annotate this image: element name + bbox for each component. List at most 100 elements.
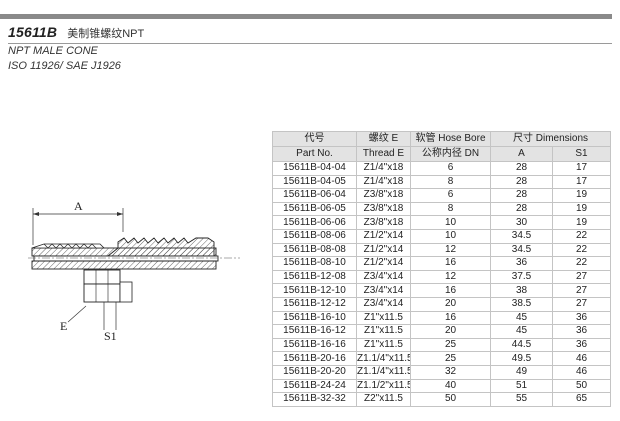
cell-part: 15611B-08-06 — [272, 228, 357, 244]
col-thread-en: Thread E — [356, 146, 411, 162]
cell-thread: Z1"x11.5 — [356, 324, 411, 339]
fitting-body — [28, 243, 240, 270]
cell-s1: 22 — [552, 242, 611, 258]
col-s1: S1 — [552, 146, 611, 162]
cell-s1: 19 — [552, 215, 611, 230]
cell-a: 55 — [490, 392, 553, 407]
top-divider — [0, 14, 612, 19]
cell-a: 49 — [490, 364, 553, 380]
cell-part: 15611B-12-08 — [272, 269, 357, 285]
header-row-2: Part No. Thread E 公称内径 DN A S1 — [272, 146, 611, 162]
cell-s1: 65 — [552, 392, 611, 407]
cell-thread: Z1/4"x18 — [356, 174, 411, 190]
cell-s1: 17 — [552, 174, 611, 190]
cell-part: 15611B-08-10 — [272, 256, 357, 271]
cell-thread: Z3/4"x14 — [356, 269, 411, 285]
header-row-1: 代号 螺纹 E 软管 Hose Bore 尺寸 Dimensions — [272, 131, 611, 147]
cell-dn: 20 — [410, 324, 491, 339]
cell-dn: 16 — [410, 283, 491, 298]
cell-part: 15611B-04-05 — [272, 174, 357, 190]
label-s1: S1 — [104, 329, 117, 343]
cell-thread: Z1/4"x18 — [356, 161, 411, 176]
cell-s1: 17 — [552, 161, 611, 176]
cell-thread: Z3/8"x18 — [356, 215, 411, 230]
cell-a: 36 — [490, 256, 553, 271]
cell-a: 49.5 — [490, 351, 553, 366]
cell-a: 37.5 — [490, 269, 553, 285]
cell-s1: 36 — [552, 310, 611, 326]
cell-a: 28 — [490, 174, 553, 190]
cell-dn: 40 — [410, 378, 491, 394]
header-divider — [8, 43, 612, 44]
cell-s1: 46 — [552, 351, 611, 366]
cell-dn: 16 — [410, 256, 491, 271]
cell-part: 15611B-08-08 — [272, 242, 357, 258]
subtitle-standard: ISO 11926/ SAE J1926 — [8, 60, 121, 72]
cell-s1: 50 — [552, 378, 611, 394]
cell-part: 15611B-12-10 — [272, 283, 357, 298]
col-thread-cn: 螺纹 E — [356, 131, 411, 147]
cell-dn: 6 — [410, 161, 491, 176]
cell-dn: 32 — [410, 364, 491, 380]
cell-dn: 10 — [410, 215, 491, 230]
cell-part: 15611B-16-12 — [272, 324, 357, 339]
cell-thread: Z1.1/4"x11.5 — [356, 364, 411, 380]
spec-table: 代号 螺纹 E 软管 Hose Bore 尺寸 Dimensions Part … — [272, 131, 611, 407]
col-dn: 公称内径 DN — [410, 146, 491, 162]
cell-s1: 22 — [552, 256, 611, 271]
cell-a: 45 — [490, 310, 553, 326]
cell-thread: Z1/2"x14 — [356, 242, 411, 258]
cell-a: 34.5 — [490, 228, 553, 244]
cell-s1: 27 — [552, 283, 611, 298]
cell-a: 28 — [490, 201, 553, 217]
cell-a: 30 — [490, 215, 553, 230]
cell-a: 51 — [490, 378, 553, 394]
cell-dn: 12 — [410, 242, 491, 258]
cell-a: 44.5 — [490, 337, 553, 353]
cell-a: 28 — [490, 188, 553, 203]
cell-thread: Z3/8"x18 — [356, 201, 411, 217]
cell-part: 15611B-20-16 — [272, 351, 357, 366]
cell-dn: 25 — [410, 351, 491, 366]
cell-part: 15611B-24-24 — [272, 378, 357, 394]
cell-dn: 12 — [410, 269, 491, 285]
leader-lines — [67, 302, 117, 330]
cell-dn: 16 — [410, 310, 491, 326]
cell-dn: 50 — [410, 392, 491, 407]
cell-a: 38.5 — [490, 296, 553, 312]
cell-a: 38 — [490, 283, 553, 298]
cell-a: 28 — [490, 161, 553, 176]
cell-part: 15611B-12-12 — [272, 296, 357, 312]
cell-part: 15611B-04-04 — [272, 161, 357, 176]
label-a: A — [74, 199, 83, 213]
product-code: 15611B — [8, 24, 58, 40]
cell-thread: Z1/2"x14 — [356, 256, 411, 271]
cell-s1: 27 — [552, 296, 611, 312]
subtitle-type: NPT MALE CONE — [8, 45, 98, 57]
cell-part: 15611B-06-06 — [272, 215, 357, 230]
hex-nut — [83, 269, 133, 303]
cell-s1: 36 — [552, 337, 611, 353]
cell-thread: Z1.1/4"x11.5 — [356, 351, 411, 366]
cell-part: 15611B-16-16 — [272, 337, 357, 353]
cell-part: 15611B-32-32 — [272, 392, 357, 407]
cell-a: 34.5 — [490, 242, 553, 258]
col-part-en: Part No. — [272, 146, 357, 162]
